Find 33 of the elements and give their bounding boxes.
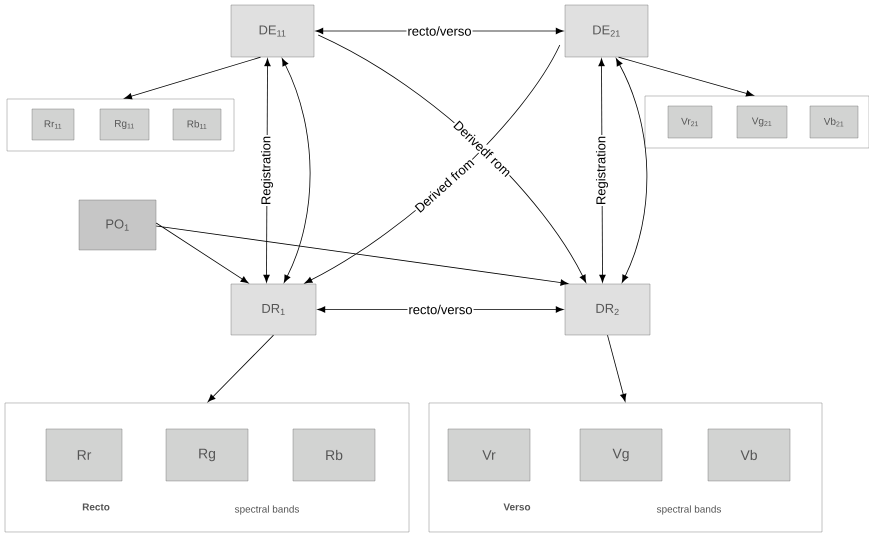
- process-box: PO$_{1}$: [78, 200, 156, 250]
- arrow: [282, 58, 310, 283]
- arrow: [618, 56, 754, 97]
- edge-label: Registration: [260, 134, 274, 206]
- band-box: Rr: [46, 428, 122, 482]
- process-box: DE$_{21}$: [564, 4, 648, 58]
- band-box: Vg: [580, 428, 662, 482]
- band-box: Rg$_{11}$: [100, 108, 150, 140]
- band-box: Rr$_{11}$: [32, 108, 74, 140]
- arrow: [156, 222, 249, 284]
- band-box: Vr: [448, 428, 530, 482]
- band-box: Vb$_{21}$: [810, 106, 858, 138]
- process-box: DE$_{11}$: [230, 4, 314, 58]
- node-label: spectral bands: [656, 505, 722, 515]
- process-box: DR$_{1}$: [230, 284, 316, 336]
- node-label: spectral bands: [234, 505, 300, 515]
- band-box: Vg$_{21}$: [736, 106, 788, 138]
- band-box: Vb: [708, 428, 790, 482]
- band-box: Rg: [166, 428, 248, 482]
- arrow: [124, 56, 261, 100]
- node-label: Recto: [82, 504, 110, 510]
- band-box: Rb$_{11}$: [172, 108, 222, 140]
- arrow: [616, 58, 648, 283]
- arrow: [156, 226, 568, 286]
- band-box: Vr$_{21}$: [668, 106, 712, 138]
- arrow: [607, 334, 626, 402]
- band-box: Rb: [292, 428, 376, 482]
- arrow: [208, 334, 274, 402]
- node-label: Verso: [504, 504, 530, 510]
- edge-label: recto/verso: [407, 304, 474, 316]
- edge-label: Registration: [594, 134, 610, 206]
- process-box: DR$_{2}$: [564, 284, 650, 336]
- edge-label: recto/verso: [406, 25, 473, 37]
